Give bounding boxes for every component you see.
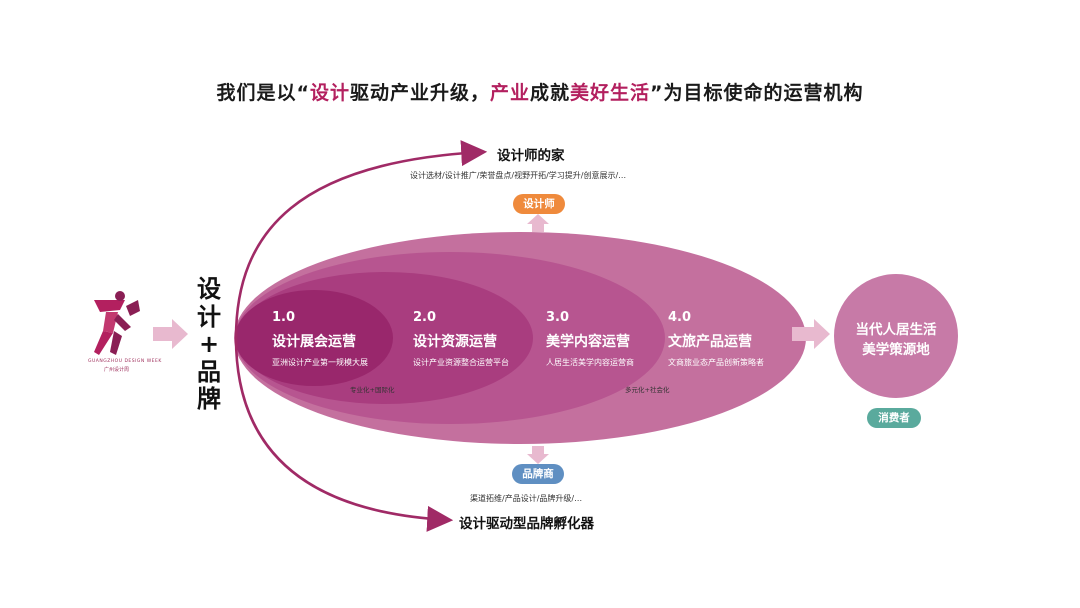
curve-arrow-bottom — [234, 337, 454, 532]
arrow-logo-to-label — [153, 319, 188, 349]
ellipse-stage-1 — [235, 290, 393, 386]
arrow-to-result — [792, 319, 830, 349]
stage-description: 人居生活美学内容运营商 — [546, 358, 634, 367]
arrow-down-to-brand — [527, 446, 549, 464]
stage-2: 2.0 设计资源运营 设计产业资源整合运营平台 — [413, 310, 509, 368]
designer-home-subtitle: 设计选材/设计推广/荣誉盘点/视野开拓/学习提升/创意展示/… — [410, 171, 627, 180]
note-diversified-social: 多元化+社会化 — [625, 386, 670, 394]
logo-caption-cn: 广州设计周 — [104, 367, 130, 373]
page-title: 我们是以“设计驱动产业升级，产业成就美好生活”为目标使命的运营机构 — [0, 78, 1080, 105]
designer-home-heading: 设计师的家 — [497, 148, 565, 164]
stage-4: 4.0 文旅产品运营 文商旅业态产品创新策略者 — [668, 310, 764, 368]
vertical-char: 计 — [197, 302, 221, 331]
result-line: 当代人居生活 — [855, 322, 937, 338]
vertical-char: + — [198, 330, 220, 359]
stage-number: 3.0 — [546, 310, 570, 325]
stage-1: 1.0 设计展会运营 亚洲设计产业第一规模大展 — [272, 310, 368, 368]
title-highlight: 设计 — [309, 82, 350, 104]
title-part: 驱动产业升级， — [349, 82, 490, 104]
brand-incubator-subtitle: 渠道拓维/产品设计/品牌升级/… — [470, 494, 583, 503]
vertical-char: 牌 — [197, 385, 221, 414]
stage-title: 设计资源运营 — [413, 334, 497, 350]
logo-icon — [94, 291, 140, 355]
vertical-char: 设 — [197, 275, 221, 303]
result-circle — [834, 274, 958, 398]
result-label: 当代人居生活 美学策源地 — [834, 320, 958, 361]
title-highlight: 产业 — [489, 82, 530, 104]
title-part: ”为目标使命的运营机构 — [650, 82, 864, 104]
stage-title: 设计展会运营 — [272, 334, 356, 350]
logo-caption-en: GUANGZHOU DESIGN WEEK — [88, 359, 162, 364]
brand-badge: 品牌商 — [512, 464, 564, 484]
stage-title: 美学内容运营 — [546, 334, 630, 350]
consumer-badge: 消费者 — [867, 408, 921, 428]
design-plus-brand-label: 设 计 + 品 牌 — [196, 275, 222, 414]
curve-arrow-top — [234, 140, 488, 339]
stage-number: 2.0 — [413, 310, 437, 325]
title-highlight: 美好生活 — [570, 82, 651, 104]
designer-badge: 设计师 — [513, 194, 565, 214]
note-professional-international: 专业化+国际化 — [350, 386, 395, 394]
title-part: 成就 — [530, 82, 571, 104]
stage-description: 文商旅业态产品创新策略者 — [668, 358, 764, 367]
title-part: 我们是以“ — [216, 82, 310, 104]
stage-number: 4.0 — [668, 310, 692, 325]
stage-description: 亚洲设计产业第一规模大展 — [272, 358, 368, 367]
arrow-up-to-designer — [527, 214, 549, 232]
stage-number: 1.0 — [272, 310, 296, 325]
stage-3: 3.0 美学内容运营 人居生活美学内容运营商 — [546, 310, 634, 368]
brand-incubator-heading: 设计驱动型品牌孵化器 — [459, 516, 594, 532]
vertical-char: 品 — [197, 357, 221, 386]
stage-title: 文旅产品运营 — [668, 334, 752, 350]
stage-description: 设计产业资源整合运营平台 — [413, 358, 509, 367]
result-line: 美学策源地 — [862, 342, 930, 359]
